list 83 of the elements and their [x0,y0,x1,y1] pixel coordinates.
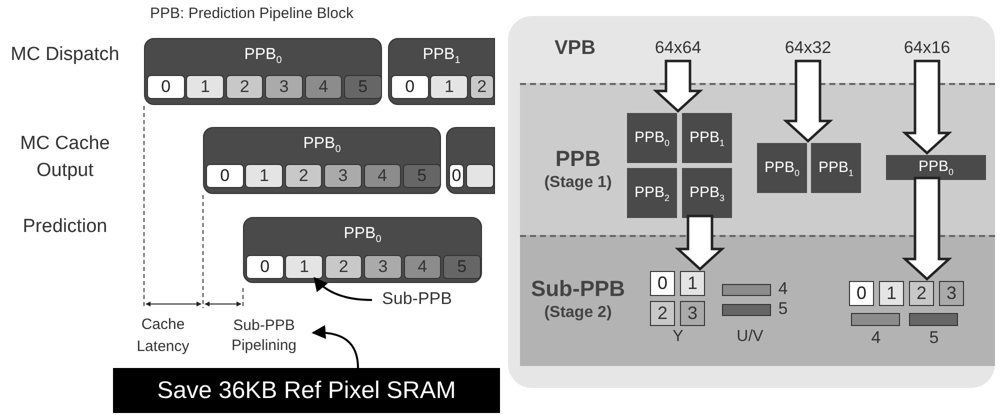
annotation-text: 64x64 [648,37,708,61]
annotation-text: Sub-PPB [372,288,462,312]
block-arrow [782,60,834,143]
sub-block-cell: 4 [304,75,342,99]
block-tile: PPB$_{3}$ [682,168,732,218]
row-label: MC Dispatch [10,43,120,67]
sub-block-cell: 2 [909,281,934,306]
sub-block-cell: 2 [284,164,322,188]
sub-block-cell: 3 [324,164,362,188]
annotation-text: 64x32 [778,37,838,61]
sub-block-cell: 2 [470,75,494,99]
block-tile: PPB$_{0}$ [627,113,677,163]
highlight-banner: Save 36KB Ref Pixel SRAM [113,368,500,413]
chroma-bar [851,313,900,326]
sub-block-cell: 3 [680,301,705,326]
stage-heading: VPB [553,37,597,60]
sub-block-cell: 4 [364,164,402,188]
annotation-text: Sub-PPB Pipelining [215,316,313,358]
pipeline-block [203,127,441,194]
sub-block-cell: 0 [449,164,464,188]
chroma-bar [722,284,771,296]
stage-heading: Sub-PPB [530,276,626,302]
sub-block-cell: 2 [650,301,675,326]
curved-arrow [314,276,372,301]
block-arrow [902,60,952,155]
row-label: Prediction [22,215,108,239]
row-label: Cache Latency [136,315,190,357]
diagram-title: PPB: Prediction Pipeline Block [150,5,354,22]
sub-block-cell: 5 [403,164,441,188]
stage-band [520,235,995,366]
block-tile: PPB$_{1}$ [811,143,861,193]
panel-background [508,16,995,388]
bar-label: 5 [928,329,940,347]
stage-band [520,83,995,235]
sub-block-cell: 0 [391,75,429,99]
annotation-text: 64x16 [897,37,957,61]
pipeline-block [446,127,495,194]
row-label: Y [672,327,684,347]
pipeline-block [243,217,482,283]
chroma-bar [909,313,958,326]
bar-label: 4 [870,329,882,347]
sub-block-cell: 1 [245,164,283,188]
sub-block-cell: 0 [206,164,244,188]
row-label: U/V [736,327,764,347]
sub-block-cell: 0 [849,281,874,306]
sub-block-cell: 2 [226,75,264,99]
block-arrow [902,176,952,281]
stage-heading: PPB [554,146,602,172]
block-tile: PPB$_{1}$ [682,113,732,163]
bar-label: 4 [777,280,789,298]
stage-subheading: (Stage 1) [543,174,613,192]
bar-label: 5 [777,300,789,318]
block-arrow [674,214,726,271]
block-arrow [652,60,704,113]
sub-block-cell: 3 [364,255,402,279]
row-label: MC Cache Output [19,132,111,183]
block-title: PPB$_{1}$ [422,45,462,68]
sub-block-cell: 2 [324,255,362,279]
sub-block-cell: 1 [430,75,468,99]
sub-block-cell: 0 [246,255,284,279]
sub-block-cell [466,164,494,188]
block-tile: PPB$_{2}$ [627,168,677,218]
pipeline-block [144,38,382,105]
sub-block-cell: 1 [186,75,224,99]
block-tile: PPB$_{0}$ [757,143,807,193]
pipeline-block [388,38,495,105]
chroma-bar [722,304,771,316]
sub-block-cell: 0 [650,271,675,296]
block-title: PPB$_{0}$ [302,134,342,158]
sub-block-cell: 3 [265,75,303,99]
sub-block-cell: 5 [344,75,382,99]
block-title: PPB$_{0}$ [342,224,382,248]
stage-subheading: (Stage 2) [543,304,613,322]
sub-block-cell: 4 [404,255,442,279]
curved-arrow [312,325,359,368]
sub-block-cell: 1 [285,255,323,279]
sub-block-cell: 1 [879,281,904,306]
sub-block-cell: 0 [147,75,185,99]
block-title: PPB$_{0}$ [243,45,283,68]
block-tile: PPB$_{0}$ [886,155,986,180]
sub-block-cell: 5 [443,255,481,279]
sub-block-cell: 3 [939,281,964,306]
sub-block-cell: 1 [680,271,705,296]
